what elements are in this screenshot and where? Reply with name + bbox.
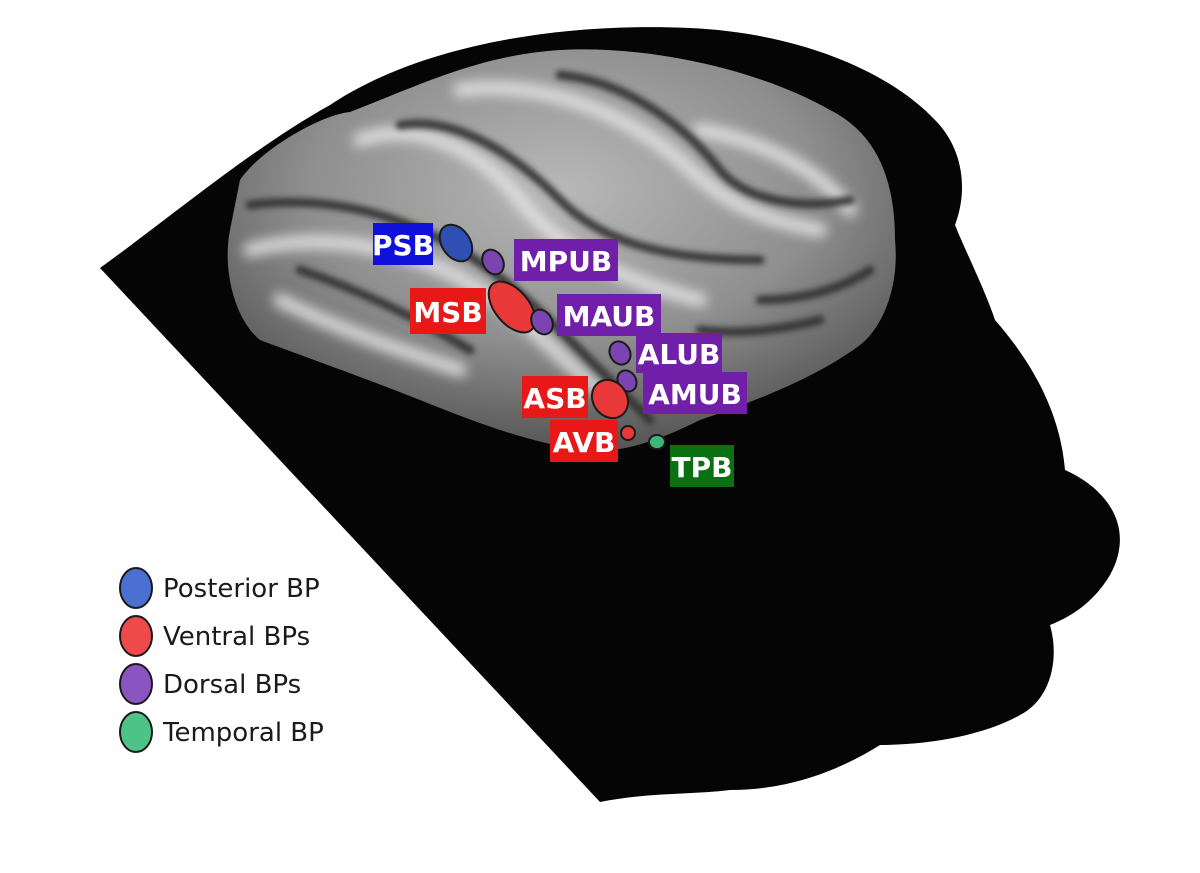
svg-text:ALUB: ALUB (638, 338, 721, 371)
maub-label: MAUB (557, 294, 661, 336)
asb-marker (590, 378, 630, 420)
legend-item-temporal: Temporal BP (119, 711, 324, 753)
svg-text:Temporal BP: Temporal BP (162, 718, 324, 748)
svg-text:Dorsal BPs: Dorsal BPs (163, 670, 301, 700)
svg-text:Posterior BP: Posterior BP (163, 574, 320, 604)
legend-item-dorsal: Dorsal BPs (119, 663, 301, 705)
mpub-marker (481, 248, 505, 276)
alub-marker (608, 340, 632, 366)
legend: Posterior BP Ventral BPs Dorsal BPs Temp… (119, 567, 324, 753)
avb-label: AVB (550, 420, 618, 462)
svg-text:MPUB: MPUB (520, 245, 612, 278)
svg-text:PSB: PSB (372, 229, 434, 262)
legend-item-ventral: Ventral BPs (119, 615, 310, 657)
psb-marker (438, 223, 474, 263)
region-labels: PSB MPUB MSB MAUB ALUB AMUB ASB AVB (372, 223, 747, 487)
psb-label: PSB (372, 223, 434, 265)
alub-label: ALUB (636, 333, 722, 373)
msb-marker (487, 280, 537, 334)
avb-marker (620, 425, 636, 441)
svg-text:TPB: TPB (672, 451, 733, 484)
region-markers (438, 223, 666, 450)
svg-text:Ventral BPs: Ventral BPs (163, 622, 310, 652)
svg-text:ASB: ASB (523, 382, 586, 415)
tpb-label: TPB (670, 445, 734, 487)
mpub-label: MPUB (514, 239, 618, 281)
maub-marker (530, 308, 554, 336)
amub-label: AMUB (643, 372, 747, 414)
tpb-marker (648, 434, 666, 450)
svg-text:MAUB: MAUB (563, 300, 656, 333)
asb-label: ASB (522, 376, 588, 418)
msb-label: MSB (410, 288, 486, 334)
svg-text:AMUB: AMUB (648, 378, 742, 411)
svg-text:MSB: MSB (413, 296, 482, 329)
svg-text:AVB: AVB (553, 426, 616, 459)
legend-item-posterior: Posterior BP (119, 567, 320, 609)
